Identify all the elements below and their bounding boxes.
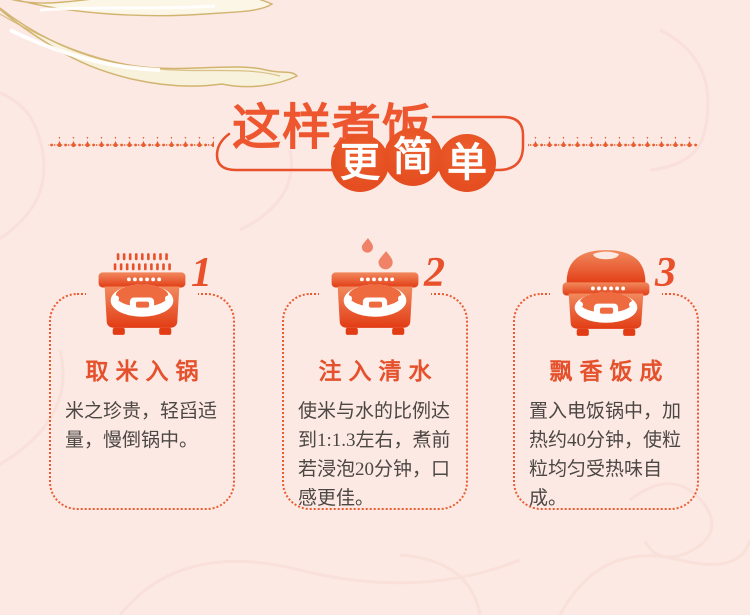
step-card-3: 3 飘香饭成 置入电饭锅中，加热约40分钟，使粒粒均匀受热味自成。 [513, 238, 699, 510]
step-card-2: 2 注入清水 使米与水的比例达到1:1.3左右，煮前若浸泡20分钟，口感更佳。 [282, 238, 468, 510]
step-3-icon-wrap: 3 [550, 238, 676, 344]
gold-ribbon-decoration [0, 0, 299, 88]
badge-circle: 简 [384, 128, 442, 186]
step-title: 取米入锅 [85, 359, 206, 384]
step-description: 米之珍贵，轻舀适量，慢倒锅中。 [65, 401, 218, 451]
step-number: 3 [655, 250, 676, 296]
rice-cooker-pouring-rice-icon [98, 253, 186, 335]
step-description: 使米与水的比例达到1:1.3左右，煮前若浸泡20分钟，口感更佳。 [298, 401, 451, 509]
step-title: 飘香饭成 [549, 359, 670, 384]
water-drops [361, 238, 393, 270]
badge-circle: 更 [331, 134, 389, 192]
rice-cooker-water-drops-icon [331, 238, 419, 335]
badge-circle: 单 [438, 134, 496, 192]
rice-cooker-closed-lid-icon [562, 250, 650, 336]
step-2-icon-wrap: 2 [319, 238, 445, 344]
step-description: 置入电饭锅中，加热约40分钟，使粒粒均匀受热味自成。 [529, 401, 682, 509]
step-number: 1 [191, 250, 212, 296]
step-card-1: 1 取米入锅 米之珍贵，轻舀适量，慢倒锅中。 [49, 238, 235, 510]
right-diamond-rule [528, 137, 698, 147]
left-diamond-rule [48, 137, 214, 147]
step-1-icon-wrap: 1 [86, 238, 212, 344]
step-title: 注入清水 [318, 359, 439, 384]
step-number: 2 [424, 250, 445, 296]
